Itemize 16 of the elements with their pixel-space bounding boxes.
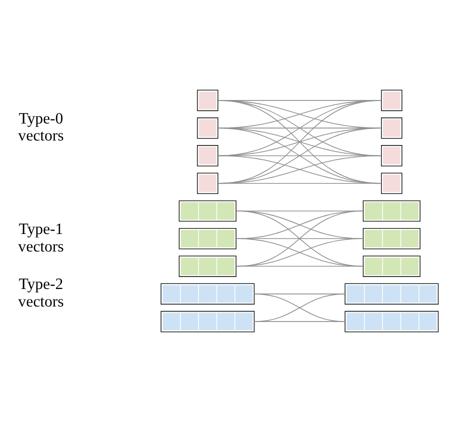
- connector: [218, 182, 381, 184]
- connector: [236, 210, 363, 267]
- connector: [218, 128, 381, 184]
- connector: [236, 266, 363, 267]
- label: Type-2 vectors: [18, 276, 64, 311]
- connector: [218, 128, 381, 156]
- label: Type-1 vectors: [18, 220, 64, 256]
- connector: [254, 321, 346, 322]
- connector: [218, 155, 381, 184]
- connector: [236, 238, 363, 267]
- connector: [236, 210, 363, 240]
- label: Type-0 vectors: [18, 110, 64, 145]
- connector: [236, 238, 363, 240]
- connector: [254, 294, 346, 322]
- connector: [218, 100, 381, 184]
- connector: [218, 100, 381, 156]
